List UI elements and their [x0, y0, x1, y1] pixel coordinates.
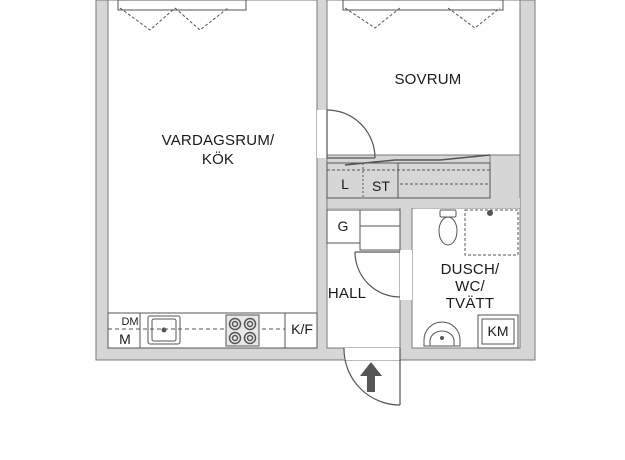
- label-mikro: M: [119, 331, 131, 347]
- shower-head-icon: [487, 210, 493, 216]
- label-diskmaskin: DM: [121, 316, 139, 328]
- room-name-vardagsrum-line2: KÖK: [201, 151, 235, 168]
- door-swings: [326, 109, 401, 406]
- room-label-sovrum: SOVRUM: [394, 71, 462, 88]
- wardrobes: [326, 154, 491, 199]
- room-label-hall: HALL: [327, 285, 367, 302]
- label-kyl-frys: K/F: [291, 321, 313, 337]
- label-garderob: G: [337, 218, 349, 234]
- windows: [117, 0, 504, 31]
- bathroom-fixtures: [423, 209, 519, 349]
- entrance-door-arc: [343, 347, 401, 406]
- garderob: [326, 209, 401, 251]
- room-name-dusch-line1: DUSCH/: [440, 261, 500, 278]
- room-name-dusch-line3: TVÄTT: [445, 295, 495, 312]
- kombimaskin: [477, 314, 519, 349]
- door-opening-entrance: [344, 348, 400, 360]
- door-opening-bathroom: [400, 250, 412, 300]
- kitchen-counter: [107, 312, 318, 349]
- walls: [95, 0, 536, 361]
- bathroom-door-arc: [354, 251, 401, 298]
- label-wardrobe-l: L: [341, 176, 349, 192]
- room-label-dusch: DUSCH/ WC/ TVÄTT: [430, 261, 510, 312]
- toilet-icon: [438, 209, 458, 246]
- room-name-dusch-line2: WC/: [455, 278, 485, 295]
- washbasin-icon: [423, 321, 461, 347]
- label-wardrobe-st: ST: [372, 178, 390, 194]
- bedroom-door-arc: [326, 109, 376, 159]
- label-kombimaskin: KM: [487, 323, 509, 339]
- entrance-arrow-icon: [360, 362, 382, 392]
- sink-icon: [147, 315, 181, 345]
- room-label-vardagsrum: VARDAGSRUM/ KÖK: [148, 131, 288, 169]
- shower-area: [464, 209, 519, 256]
- door-opening-bedroom: [317, 110, 327, 158]
- room-name-vardagsrum-line1: VARDAGSRUM/: [161, 132, 275, 149]
